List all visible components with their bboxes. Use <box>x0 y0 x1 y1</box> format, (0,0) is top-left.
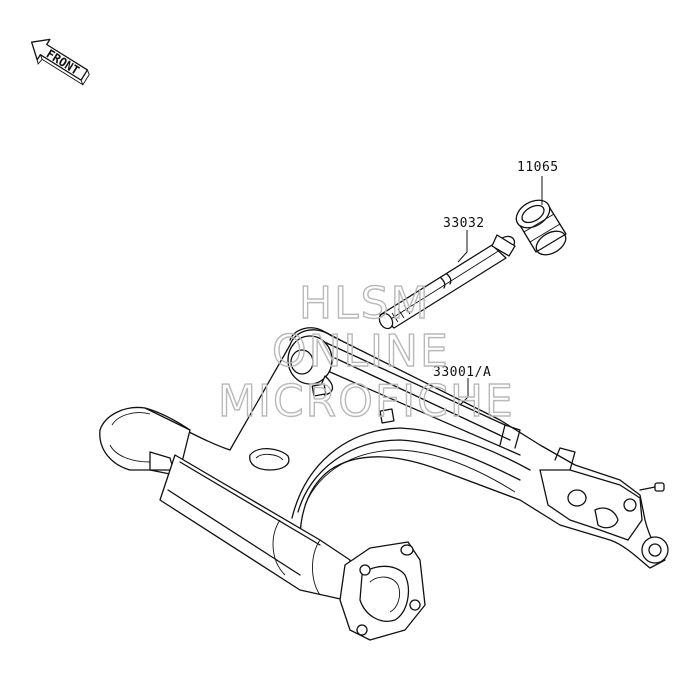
front-label: FRONT <box>44 47 82 78</box>
part-number-33032: 33032 <box>443 216 485 231</box>
part-number-11065: 11065 <box>517 160 559 175</box>
leader-lines <box>457 176 543 406</box>
watermark-line-1: HLSM <box>299 278 431 329</box>
front-arrow-icon: FRONT <box>30 38 90 86</box>
watermark: HLSM ONLINE MICROFICHE <box>217 277 515 427</box>
watermark-line-3: MICROFICHE <box>218 376 515 427</box>
watermark-line-2: ONLINE <box>272 326 450 377</box>
part-number-33001-a: 33001/A <box>433 365 491 380</box>
swing-arm <box>99 327 669 641</box>
pivot-shaft <box>378 234 516 330</box>
shaft-cap <box>515 199 567 256</box>
